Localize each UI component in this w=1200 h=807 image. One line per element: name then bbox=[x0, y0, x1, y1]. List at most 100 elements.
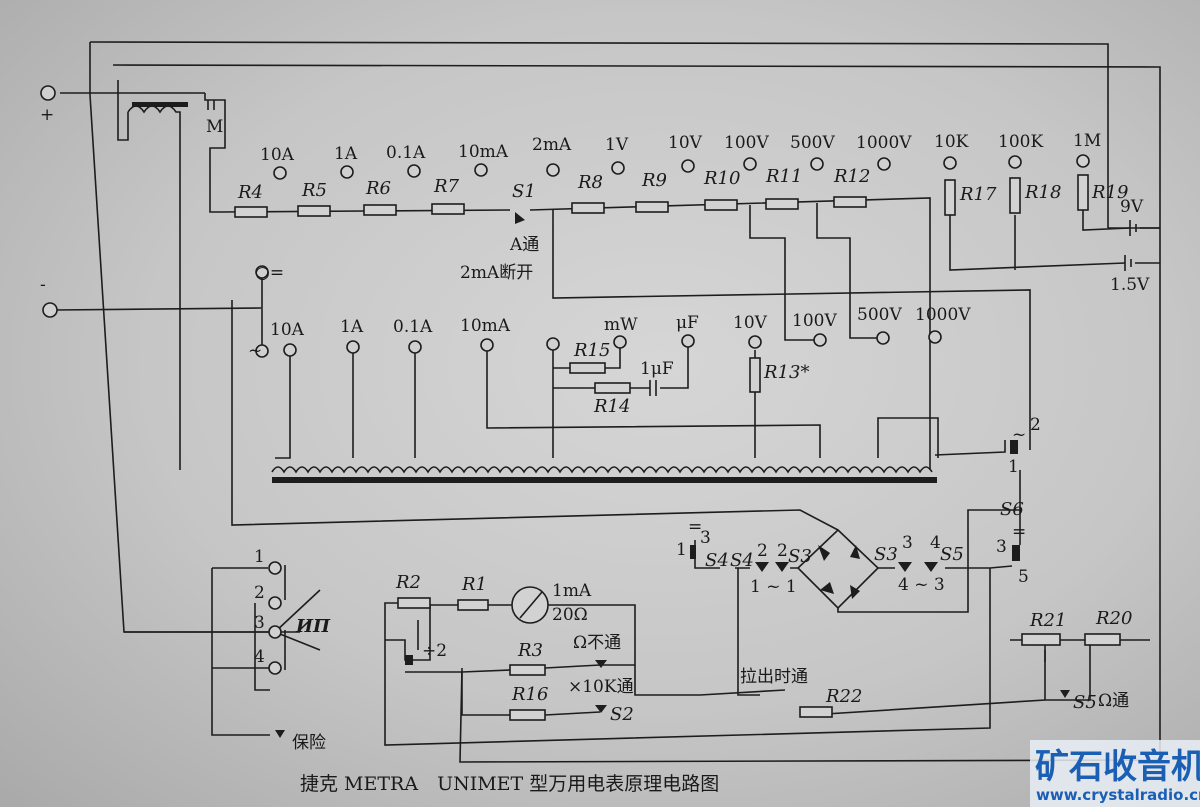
terminal-mw[interactable] bbox=[613, 335, 627, 349]
s6-ac: ~ bbox=[1012, 425, 1026, 445]
ohm-range-label: 100K bbox=[998, 132, 1043, 152]
terminal-10k[interactable] bbox=[943, 156, 957, 170]
resistor-label: R19 bbox=[1091, 182, 1128, 203]
plus-label: + bbox=[40, 105, 54, 125]
terminal-dc-2ma[interactable] bbox=[546, 163, 560, 177]
resistor-r15 bbox=[569, 362, 606, 374]
pull-out-label: 拉出时通 bbox=[740, 667, 808, 687]
terminal-dc-0-1a[interactable] bbox=[407, 164, 421, 178]
resistor-r12 bbox=[833, 196, 867, 208]
resistor-r16 bbox=[509, 709, 546, 721]
transformer bbox=[271, 466, 937, 483]
switch-pin: 3 bbox=[700, 528, 711, 548]
terminal-ac-10v[interactable] bbox=[748, 335, 762, 349]
x10k-label: ×10K通 bbox=[568, 677, 634, 697]
resistor-label: R22 bbox=[825, 686, 862, 707]
terminals[interactable] bbox=[40, 85, 1090, 675]
s4-dc: = bbox=[688, 517, 702, 537]
terminal-dc-1a[interactable] bbox=[340, 165, 354, 179]
terminal-ac-0-1a[interactable] bbox=[408, 340, 422, 354]
terminal-ac-select[interactable] bbox=[255, 344, 269, 358]
battery-9v-symbol bbox=[1129, 220, 1137, 236]
terminal-1m[interactable] bbox=[1076, 154, 1090, 168]
resistor-r2 bbox=[397, 597, 431, 609]
ac-range-label: 10A bbox=[270, 320, 305, 340]
battery-1-5v-label: 1.5V bbox=[1110, 275, 1150, 295]
selector-label: ИП bbox=[295, 616, 331, 637]
resistor-r10 bbox=[704, 199, 738, 211]
labels: + - M 10A 1A 0.1A 10mA 2mA 1V 10V 100V 5… bbox=[40, 105, 1150, 795]
terminal-ac-1000v[interactable] bbox=[928, 330, 942, 344]
selector-position-1[interactable] bbox=[268, 561, 282, 575]
resistor-label: R6 bbox=[365, 178, 391, 199]
ac-range-label: 1A bbox=[340, 317, 364, 337]
resistor-label: R13* bbox=[763, 362, 809, 383]
potentiometer-wipers bbox=[417, 620, 1046, 662]
selector-position-4[interactable] bbox=[268, 661, 282, 675]
ac-range-label: mW bbox=[604, 315, 638, 335]
terminal-dc-1v[interactable] bbox=[611, 161, 625, 175]
resistor-label: R14 bbox=[593, 396, 630, 417]
terminal-ac-1a[interactable] bbox=[346, 340, 360, 354]
dc-range-label: 10mA bbox=[458, 142, 509, 162]
terminal-ac-10ma[interactable] bbox=[480, 338, 494, 352]
terminal-dc-10v[interactable] bbox=[681, 159, 695, 173]
resistor-label: R10 bbox=[703, 168, 740, 189]
s5-label: S5 bbox=[1073, 692, 1097, 713]
resistor-r13 bbox=[749, 357, 761, 393]
ac-range-label: 10mA bbox=[460, 316, 511, 336]
terminal-100k[interactable] bbox=[1008, 155, 1022, 169]
terminal-dc-10ma[interactable] bbox=[474, 163, 488, 177]
watermark: 矿石收音机 www.crystalradio.cn bbox=[1030, 740, 1200, 807]
resistor-r1 bbox=[457, 599, 489, 611]
meter-resistance-label: 20Ω bbox=[552, 605, 588, 625]
resistor-r18 bbox=[1009, 177, 1021, 214]
terminal-ac-10a[interactable] bbox=[283, 343, 297, 357]
s6-pin: 5 bbox=[1018, 567, 1029, 587]
switch-pin: 4 bbox=[930, 533, 941, 553]
terminal-uf[interactable] bbox=[681, 334, 695, 348]
resistor-label: R1 bbox=[461, 574, 487, 595]
bridge-rectifier-diodes bbox=[818, 545, 860, 599]
dc-range-label: 1V bbox=[605, 135, 629, 155]
s6-dc: = bbox=[1012, 522, 1026, 542]
resistor-r8 bbox=[571, 202, 605, 214]
meter-current-label: 1mA bbox=[552, 581, 592, 601]
terminal-dc-select[interactable] bbox=[255, 265, 269, 279]
selector-position-label: 4 bbox=[254, 647, 265, 667]
s1-note: 2mA断开 bbox=[460, 263, 533, 283]
resistor-label: R5 bbox=[301, 180, 327, 201]
terminal-dc-100v[interactable] bbox=[743, 157, 757, 171]
watermark-background bbox=[1030, 740, 1200, 807]
terminal-ac-common[interactable] bbox=[546, 337, 560, 351]
terminal-ac-100v[interactable] bbox=[813, 333, 827, 347]
ac-range-label: 500V bbox=[857, 305, 902, 325]
diagram-caption: 捷克 METRA UNIMET 型万用电表原理电路图 bbox=[300, 773, 719, 795]
selector-position-2[interactable] bbox=[268, 596, 282, 610]
minus-terminal[interactable] bbox=[42, 302, 58, 318]
resistor-label: R9 bbox=[641, 170, 667, 191]
watermark-url: www.crystalradio.cn bbox=[1036, 786, 1200, 804]
switch-pin: 1 ~ 1 bbox=[750, 577, 797, 597]
s6-pin: 3 bbox=[996, 537, 1007, 557]
s1-label: S1 bbox=[512, 181, 536, 202]
resistor-label: R4 bbox=[237, 182, 263, 203]
switch-pin: 3 bbox=[902, 533, 913, 553]
terminal-dc-10a[interactable] bbox=[273, 166, 287, 180]
ac-range-label: 100V bbox=[792, 311, 837, 331]
resistor-r14 bbox=[594, 382, 631, 394]
resistor-label: R18 bbox=[1024, 182, 1061, 203]
top-resistors bbox=[234, 174, 1121, 721]
dc-range-label: 100V bbox=[724, 133, 769, 153]
capacitor-label: 1μF bbox=[640, 359, 674, 379]
plus-terminal[interactable] bbox=[40, 85, 56, 101]
s2-label: S2 bbox=[610, 704, 634, 725]
resistor-r19 bbox=[1077, 174, 1089, 211]
terminal-dc-500v[interactable] bbox=[810, 157, 824, 171]
selector-position-3[interactable] bbox=[268, 625, 282, 639]
terminal-dc-1000v[interactable] bbox=[877, 157, 891, 171]
terminal-ac-500v[interactable] bbox=[876, 331, 890, 345]
meter-movement-label: M bbox=[206, 117, 223, 137]
s5-label: S5 bbox=[940, 544, 964, 565]
